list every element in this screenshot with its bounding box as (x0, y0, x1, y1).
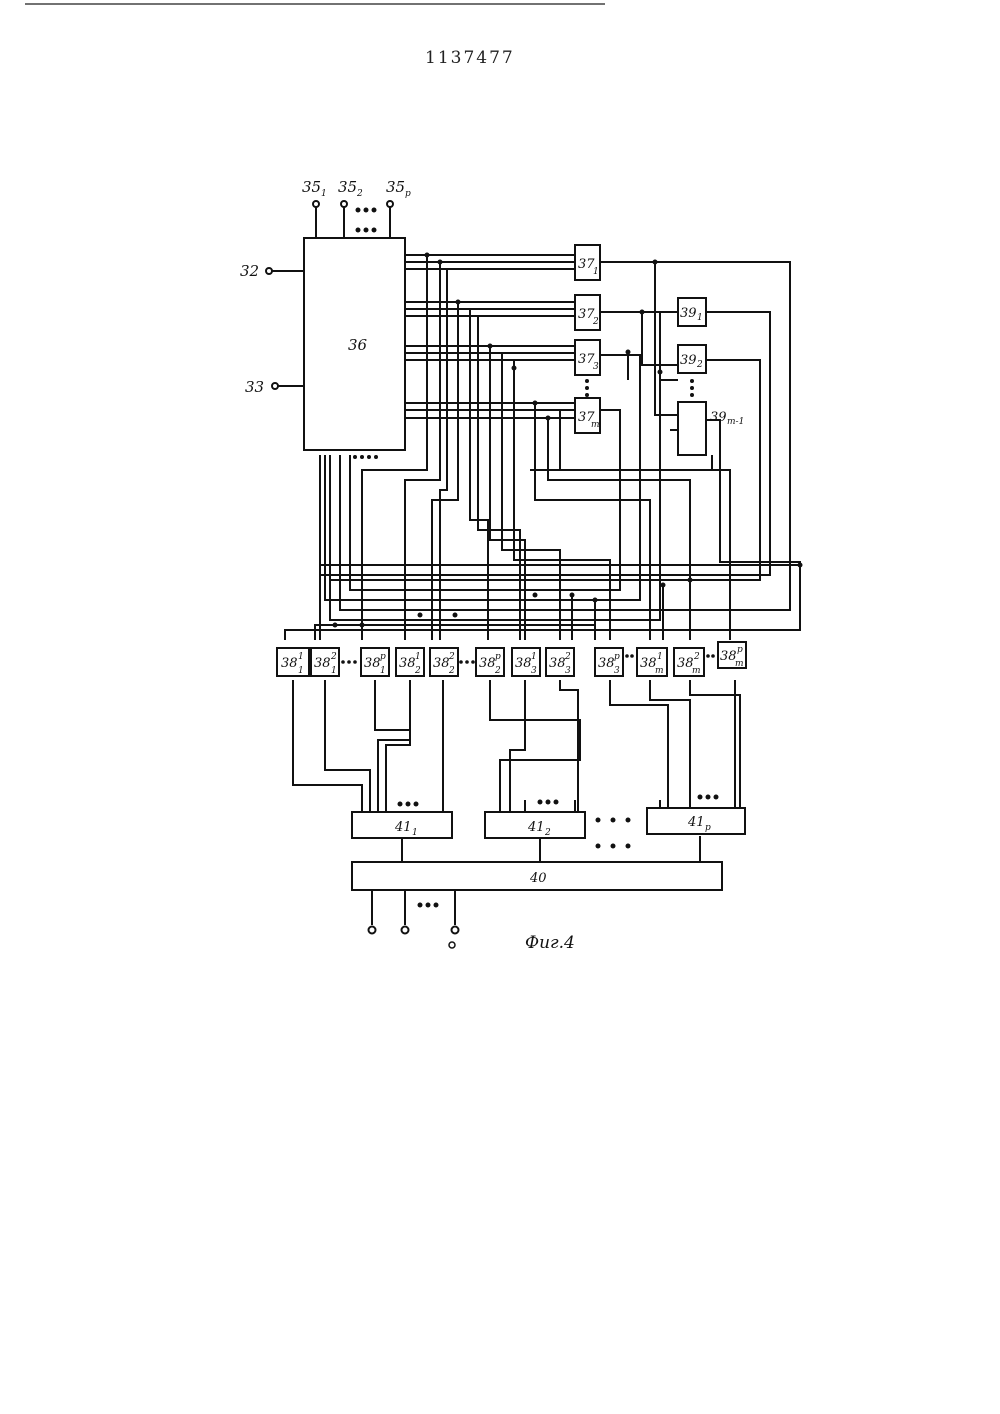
svg-text:2: 2 (414, 666, 421, 676)
svg-text:1: 1 (415, 652, 421, 662)
svg-text:41: 41 (527, 820, 545, 835)
svg-text:p: p (405, 189, 411, 199)
block-38-2-2: 38 2 2 (430, 648, 458, 676)
svg-text:38: 38 (314, 656, 331, 671)
svg-text:p: p (705, 823, 711, 833)
svg-text:1: 1 (412, 828, 418, 838)
block-37-3: 37 3 (575, 340, 600, 375)
svg-text:p: p (495, 652, 501, 662)
svg-text:2: 2 (448, 652, 455, 662)
svg-text:38: 38 (549, 656, 566, 671)
svg-text:38: 38 (479, 656, 496, 671)
svg-text:1: 1 (593, 267, 599, 277)
svg-text:1: 1 (380, 666, 386, 676)
svg-text:m-1: m-1 (727, 417, 744, 427)
svg-text:32: 32 (240, 262, 259, 280)
block-36: 36 (304, 238, 405, 459)
svg-text:38: 38 (281, 656, 298, 671)
svg-text:38: 38 (598, 656, 615, 671)
svg-text:m: m (735, 659, 744, 669)
block-38-m-p: 38 p m (718, 642, 746, 669)
block-38-3-2: 38 2 3 (546, 648, 574, 676)
svg-text:m: m (655, 666, 664, 676)
svg-text:39: 39 (680, 306, 697, 321)
block-38-2-1: 38 1 2 (396, 648, 424, 676)
svg-text:1: 1 (298, 652, 304, 662)
svg-text:39: 39 (710, 410, 727, 425)
svg-text:2: 2 (356, 189, 363, 199)
svg-text:2: 2 (564, 652, 571, 662)
input-35-p: 35 p (386, 178, 411, 238)
block-39-m-1: 39 m-1 (678, 402, 744, 455)
svg-text:2: 2 (330, 652, 337, 662)
svg-text:m: m (692, 666, 701, 676)
block-37-m: 37 m (575, 398, 600, 433)
svg-text:3: 3 (565, 666, 571, 676)
svg-text:3: 3 (531, 666, 537, 676)
svg-text:40: 40 (529, 871, 547, 886)
svg-text:1: 1 (697, 313, 703, 323)
block-38-1-1: 38 1 1 (277, 648, 309, 676)
svg-text:1: 1 (331, 666, 337, 676)
figure-caption: Фиг.4 (525, 933, 575, 953)
svg-text:p: p (614, 652, 620, 662)
block-39-dots (690, 379, 694, 397)
svg-text:36: 36 (348, 336, 368, 354)
svg-text:38: 38 (364, 656, 381, 671)
svg-text:38: 38 (433, 656, 450, 671)
svg-text:p: p (737, 645, 743, 655)
block-38-1-p: 38 p 1 (361, 648, 389, 676)
svg-text:38: 38 (399, 656, 416, 671)
svg-text:1: 1 (321, 189, 327, 199)
svg-text:1: 1 (657, 652, 663, 662)
svg-text:2: 2 (696, 360, 703, 370)
input-dots (356, 208, 377, 233)
block-38-m-2: 38 2 m (674, 648, 704, 676)
svg-text:3: 3 (614, 666, 620, 676)
block-41-1: 41 1 (352, 812, 452, 838)
svg-text:35: 35 (386, 178, 405, 196)
svg-text:35: 35 (338, 178, 357, 196)
svg-text:2: 2 (494, 666, 501, 676)
block-39-1: 39 1 (678, 298, 706, 326)
svg-text:38: 38 (515, 656, 532, 671)
svg-text:m: m (591, 420, 600, 430)
svg-text:41: 41 (687, 815, 705, 830)
block-37-2: 37 2 (575, 295, 600, 330)
block-38-3-1: 38 1 3 (512, 648, 540, 676)
svg-text:35: 35 (302, 178, 321, 196)
input-33: 33 (245, 378, 304, 396)
block-40: 40 (352, 862, 722, 890)
input-32: 32 (240, 262, 304, 280)
block-38-m-1: 38 1 m (637, 648, 667, 676)
block-37-dots (585, 379, 589, 397)
svg-text:1: 1 (531, 652, 537, 662)
svg-text:33: 33 (245, 378, 264, 396)
block-38-1-2: 38 2 1 (311, 648, 339, 676)
svg-text:39: 39 (680, 353, 697, 368)
block-39-2: 39 2 (678, 345, 706, 373)
block-38-2-p: 38 p 2 (476, 648, 504, 676)
svg-text:2: 2 (693, 652, 700, 662)
block-38-3-p: 38 p 3 (595, 648, 623, 676)
outputs (369, 903, 459, 949)
svg-text:41: 41 (394, 820, 412, 835)
svg-text:2: 2 (592, 317, 599, 327)
block-41-p: 41 p (647, 808, 745, 834)
block-41-2: 41 2 (485, 812, 585, 838)
svg-text:2: 2 (448, 666, 455, 676)
svg-text:3: 3 (593, 362, 599, 372)
block-37-1: 37 1 (575, 245, 600, 280)
input-35-1: 35 1 (302, 178, 327, 238)
svg-text:2: 2 (544, 828, 551, 838)
svg-text:p: p (380, 652, 386, 662)
svg-text:1: 1 (298, 666, 304, 676)
